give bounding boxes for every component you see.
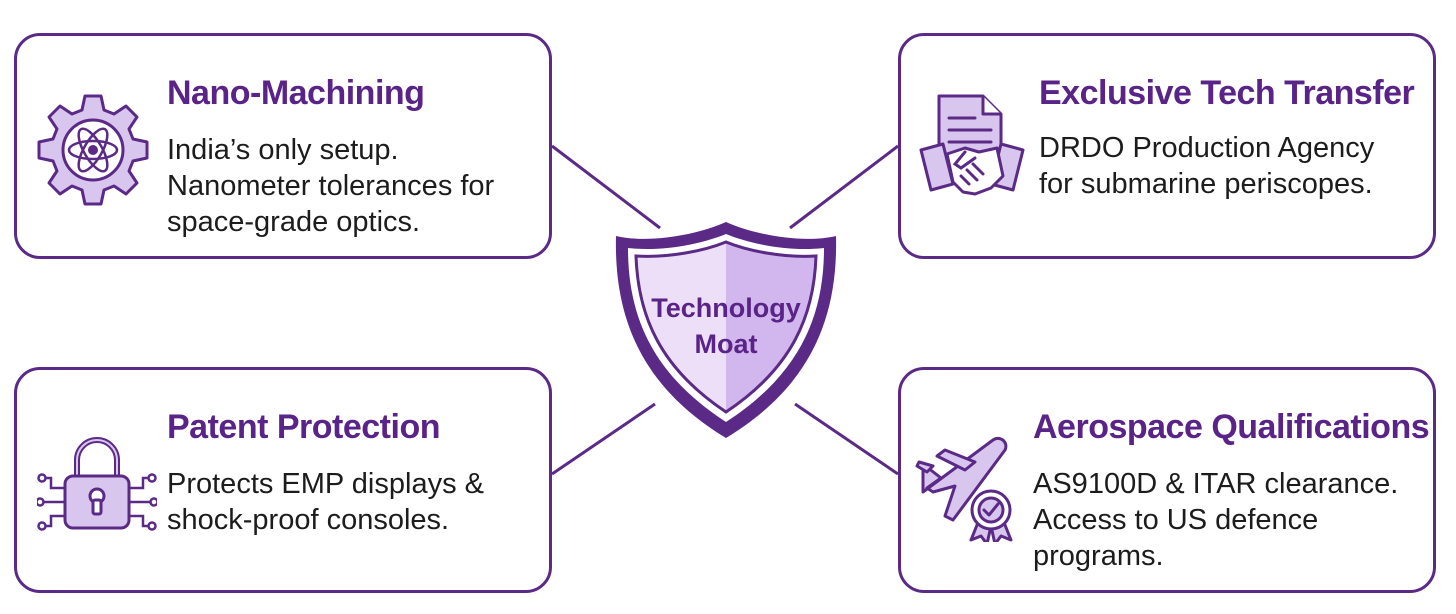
connector-nano bbox=[551, 144, 661, 230]
gear-atom-icon bbox=[37, 94, 149, 206]
center-label: Technology Moat bbox=[651, 293, 801, 359]
document-handshake-icon bbox=[919, 94, 1025, 196]
card-aerospace-qualifications: Aerospace Qualifications AS9100D & ITAR … bbox=[898, 367, 1436, 593]
card-description: Protects EMP displays & shock-proof cons… bbox=[167, 468, 484, 536]
card-description: AS9100D & ITAR clearance. Access to US d… bbox=[1033, 468, 1399, 572]
card-description: DRDO Production Agency for submarine per… bbox=[1039, 132, 1375, 200]
card-nano-machining: Nano-Machining India’s only setup. Nanom… bbox=[14, 33, 552, 259]
card-title: Patent Protection bbox=[167, 408, 440, 446]
card-title: Exclusive Tech Transfer bbox=[1039, 74, 1415, 112]
shield-icon bbox=[615, 222, 837, 438]
card-description: India’s only setup. Nanometer tolerances… bbox=[167, 134, 495, 238]
card-title: Nano-Machining bbox=[167, 74, 425, 112]
circuit-padlock-icon bbox=[37, 437, 157, 531]
airplane-certificate-icon bbox=[915, 436, 1013, 542]
card-title: Aerospace Qualifications bbox=[1033, 408, 1430, 446]
card-patent-protection: Patent Protection Protects EMP displays … bbox=[14, 367, 552, 593]
connector-aero bbox=[794, 402, 899, 476]
connector-tech bbox=[789, 144, 899, 230]
card-exclusive-tech-transfer: Exclusive Tech Transfer DRDO Production … bbox=[898, 33, 1436, 259]
connector-patent bbox=[551, 402, 656, 476]
